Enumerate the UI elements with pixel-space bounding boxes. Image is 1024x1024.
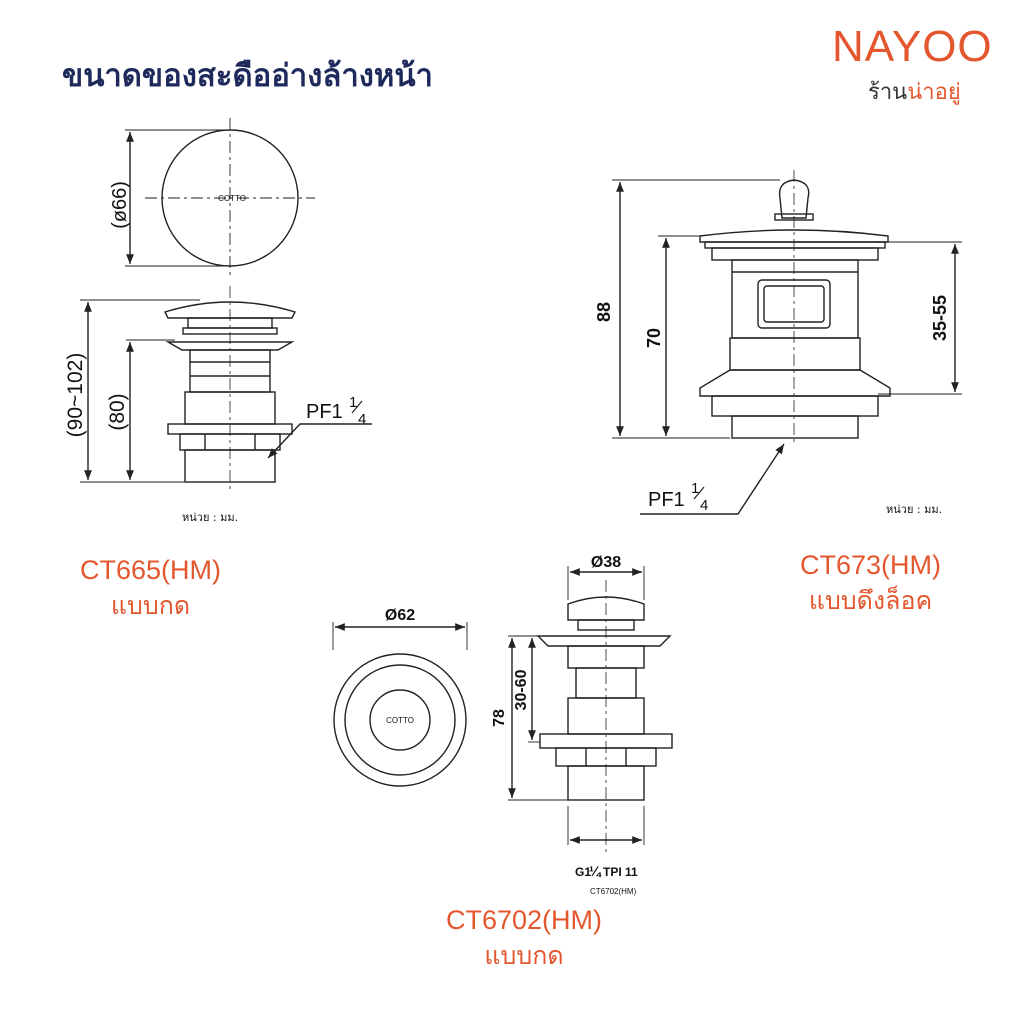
brand-logo: NAYOO bbox=[832, 22, 993, 71]
ct6702-drawing-ref: CT6702(HM) bbox=[590, 887, 637, 896]
ct673-labels: 88 70 35-55 PF1 1 4 bbox=[594, 295, 950, 514]
ct673-model: CT673(HM) bbox=[800, 550, 942, 580]
ct665-height-label: (80) bbox=[106, 393, 129, 430]
brand-tagline: ร้านน่าอยู่ bbox=[868, 74, 961, 109]
ct673-adjust-label: 35-55 bbox=[930, 295, 950, 341]
ct6702-type: แบบกด bbox=[484, 941, 564, 970]
ct673-total-label: 88 bbox=[594, 302, 614, 322]
ct665-thread-num: 1 bbox=[349, 394, 357, 411]
ct665-type: แบบกด bbox=[110, 591, 191, 620]
ct6702-cap-mark: COTTO bbox=[386, 716, 414, 725]
ct6702-total-label: 78 bbox=[491, 709, 508, 727]
ct665-cap bbox=[164, 301, 296, 319]
tagline-part1: ร้าน bbox=[868, 80, 908, 105]
ct6702-caption: CT6702(HM) แบบกด bbox=[446, 905, 602, 976]
ct673-body-label: 70 bbox=[644, 328, 664, 348]
ct6702-cap-label: Ø38 bbox=[591, 554, 621, 571]
ct673-type: แบบดึงล็อค bbox=[808, 586, 933, 615]
ct6702-flange-label: Ø62 bbox=[385, 607, 415, 624]
ct6702-model: CT6702(HM) bbox=[446, 905, 603, 935]
ct6702-thread-prefix: G1 bbox=[575, 865, 591, 879]
ct6702-adjust-label: 30-60 bbox=[513, 669, 530, 710]
tagline-part2: น่าอยู่ bbox=[907, 80, 961, 105]
ct673-rim bbox=[699, 229, 889, 243]
ct665-unit-label: หน่วย : มม. bbox=[182, 511, 239, 524]
ct6702-labels: COTTO Ø62 Ø38 78 30-60 G1 ¼ TPI 11 CT670… bbox=[385, 554, 638, 896]
drawing-ct6702 bbox=[332, 566, 673, 852]
ct665-thread-den: 4 bbox=[358, 411, 366, 428]
drawing-ct673 bbox=[612, 170, 962, 515]
ct6702-cap bbox=[567, 596, 645, 621]
ct6702-thread-suffix: TPI 11 bbox=[603, 865, 638, 879]
ct673-caption: CT673(HM) แบบดึงล็อค bbox=[800, 550, 941, 621]
ct665-diameter-label: (ø66) bbox=[109, 181, 131, 229]
ct673-thread-den: 4 bbox=[700, 497, 708, 514]
ct665-model: CT665(HM) bbox=[80, 555, 222, 585]
ct665-cap-mark: COTTO bbox=[218, 194, 246, 203]
ct673-thread bbox=[731, 415, 859, 439]
ct673-thread-label: PF1 bbox=[648, 489, 685, 511]
ct673-unit-label: หน่วย : มม. bbox=[886, 503, 943, 516]
ct665-labels: COTTO (ø66) (90~102) (80) PF1 1 4 bbox=[64, 181, 366, 437]
ct665-thread-label: PF1 bbox=[306, 401, 343, 423]
page-title: ขนาดของสะดืออ่างล้างหน้า bbox=[62, 58, 433, 94]
ct665-height-range-label: (90~102) bbox=[64, 353, 87, 438]
ct6702-top-view bbox=[333, 653, 467, 787]
drawing-ct665 bbox=[80, 118, 372, 490]
ct6702-thread-frac: ¼ bbox=[589, 863, 602, 879]
ct665-caption: CT665(HM) แบบกด bbox=[80, 555, 221, 626]
ct673-flange bbox=[699, 369, 891, 397]
ct673-thread-num: 1 bbox=[691, 480, 699, 497]
